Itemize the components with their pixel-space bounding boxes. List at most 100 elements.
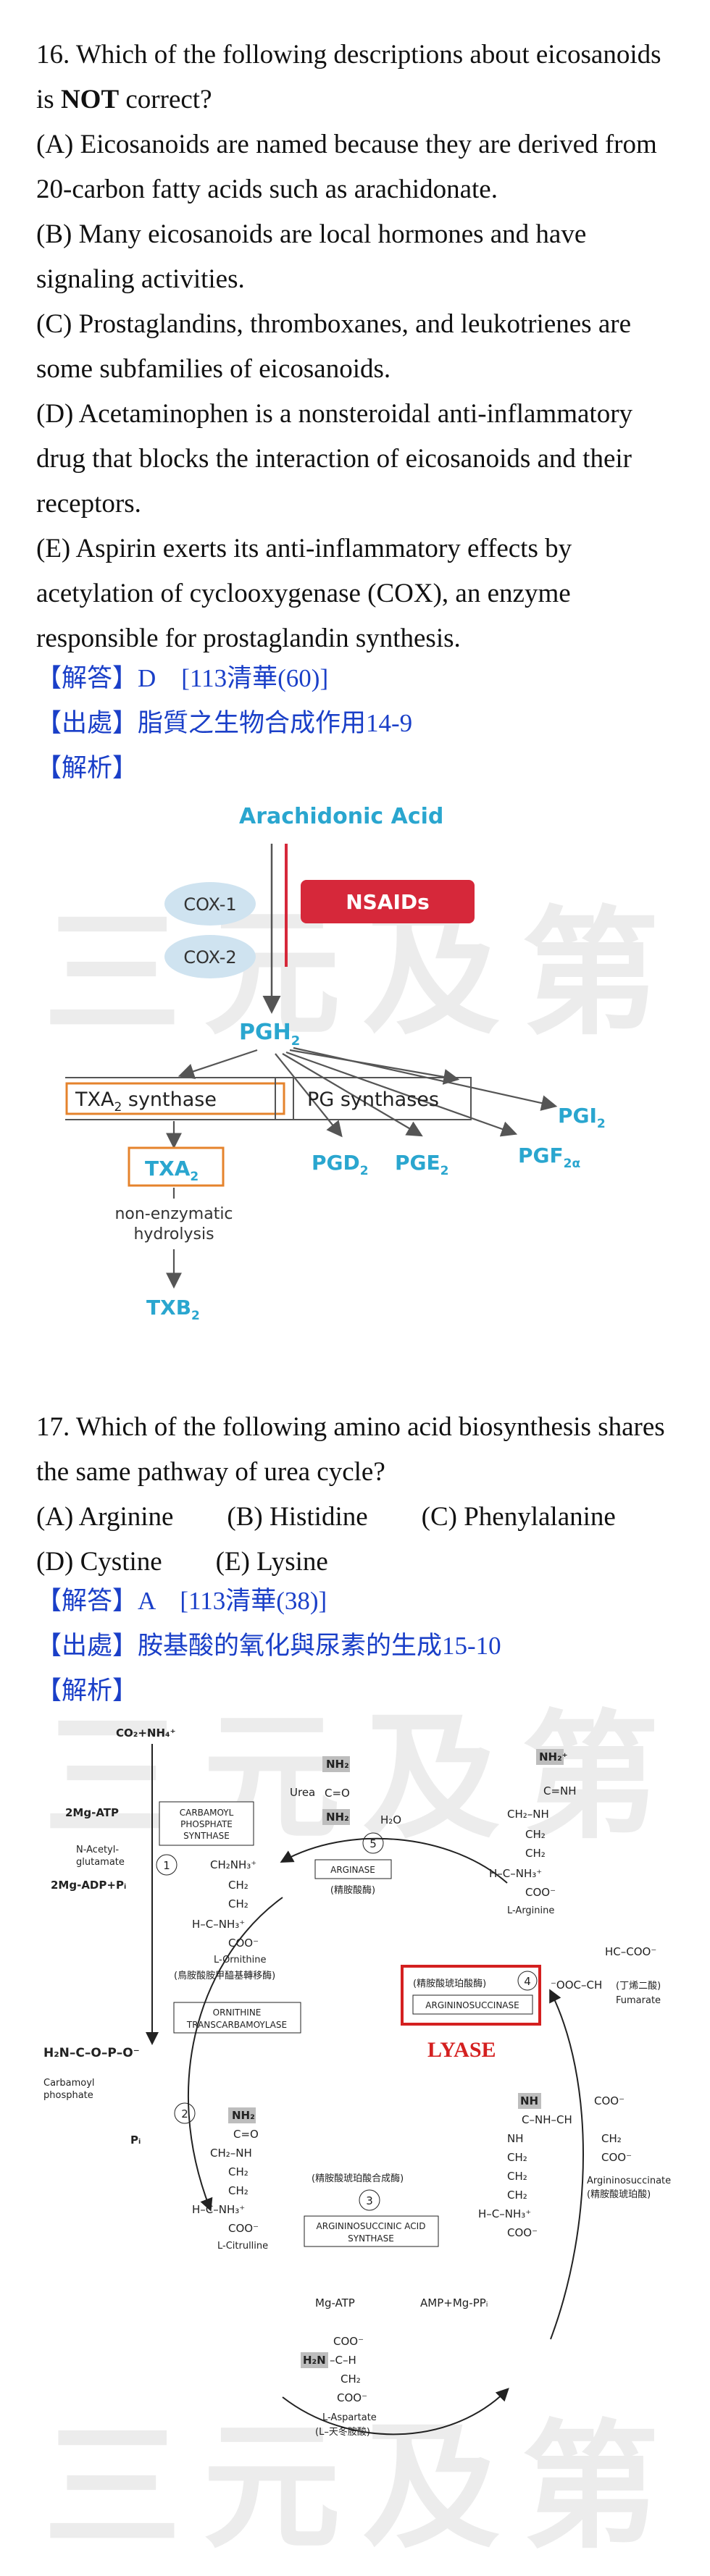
svg-text:CH₂: CH₂	[228, 1897, 248, 1910]
svg-text:5: 5	[369, 1837, 377, 1850]
question-17: 17. Which of the following amino acid bi…	[36, 1405, 681, 1585]
svg-text:H–C–NH₃⁺: H–C–NH₃⁺	[192, 1918, 245, 1931]
svg-text:CH₂: CH₂	[525, 1828, 546, 1841]
svg-text:NH₂⁺: NH₂⁺	[539, 1750, 568, 1763]
option-b: (B) Many eicosanoids are local hormones …	[36, 219, 587, 294]
svg-text:ARGINASE: ARGINASE	[330, 1865, 375, 1875]
arginase-box	[314, 1859, 392, 1879]
svg-text:NH₂: NH₂	[326, 1758, 349, 1771]
option-d: (D) Acetaminophen is a nonsteroidal anti…	[36, 399, 633, 519]
pgh2-label: PGH2	[239, 1020, 300, 1049]
hydrolysis-label-1: non-enzymatic	[114, 1205, 233, 1223]
svg-text:(精胺酸酶): (精胺酸酶)	[330, 1884, 375, 1896]
question-16-stem: 16. Which of the following descriptions …	[36, 40, 661, 114]
svg-text:PHOSPHATE: PHOSPHATE	[180, 1819, 233, 1829]
co2-nh4-label: CO₂+NH₄⁺	[116, 1727, 176, 1740]
pgf2a-label: PGF2α	[518, 1144, 580, 1171]
svg-text:(精胺酸琥珀酸酶): (精胺酸琥珀酸酶)	[413, 1978, 486, 1989]
svg-text:NH₂: NH₂	[326, 1811, 349, 1824]
arachidonic-acid-label: Arachidonic Acid	[239, 804, 443, 829]
svg-text:H–C–NH₃⁺: H–C–NH₃⁺	[192, 2203, 245, 2216]
adp-label: 2Mg-ADP+Pᵢ	[51, 1879, 126, 1892]
svg-text:COO⁻: COO⁻	[228, 2222, 259, 2235]
svg-text:C=O: C=O	[233, 2128, 259, 2141]
step-1-marker	[156, 1854, 178, 1876]
urea-cycle-diagram: CO₂+NH₄⁺ 2Mg-ATP N-Acetyl- glutamate 2Mg…	[43, 1727, 671, 2438]
svg-text:CH₂–NH: CH₂–NH	[507, 1808, 549, 1821]
svg-text:CH₂: CH₂	[525, 1847, 546, 1860]
otc-box	[173, 2002, 301, 2034]
answer-line: 【解答】D [113清華(60)]	[36, 664, 329, 692]
txa2-synthase-label: TXA2 synthase	[75, 1088, 217, 1115]
svg-text:COO⁻: COO⁻	[337, 2391, 367, 2404]
svg-text:COO⁻: COO⁻	[594, 2094, 625, 2107]
cox2-label: COX-2	[183, 947, 236, 968]
ornithine-structure: CH₂NH₃⁺	[210, 1858, 256, 1871]
analysis-line: 【解析】	[36, 1677, 138, 1705]
glutamate-label: glutamate	[76, 1857, 125, 1868]
lyase-highlight-box	[401, 1965, 541, 2026]
option-c: (C) Prostaglandins, thromboxanes, and le…	[36, 309, 631, 384]
svg-text:SYNTHASE: SYNTHASE	[348, 2233, 394, 2244]
answer-line: 【解答】A [113清華(38)]	[36, 1587, 327, 1615]
analysis-line: 【解析】	[36, 754, 138, 782]
svg-text:NH₂: NH₂	[232, 2109, 255, 2122]
watermark: 三元及第	[43, 2407, 682, 2567]
svg-text:COO⁻: COO⁻	[228, 1937, 259, 1950]
option-e: (E) Aspirin exerts its anti-inflammatory…	[36, 534, 572, 653]
aspartate-label: L-Aspartate	[322, 2412, 377, 2423]
svg-text:CH₂: CH₂	[507, 2189, 527, 2202]
hydrolysis-label-2: hydrolysis	[133, 1225, 214, 1243]
question-16-meta: 【解答】D [113清華(60)] 【出處】脂質之生物合成作用14-9 【解析】	[36, 656, 681, 791]
eicosanoid-pathway-diagram: Arachidonic Acid NSAIDs COX-1 COX-2 PGH2…	[65, 804, 606, 1323]
svg-text:CH₂: CH₂	[228, 1879, 248, 1892]
urea-label: Urea	[290, 1786, 315, 1799]
atp2-label: 2Mg-ATP	[65, 1806, 119, 1819]
txb2-label: TXB2	[146, 1296, 200, 1323]
svg-text:(精胺酸琥珀酸合成酶): (精胺酸琥珀酸合成酶)	[312, 2173, 404, 2184]
txa2-box	[128, 1146, 225, 1187]
svg-text:ARGININOSUCCINIC ACID: ARGININOSUCCINIC ACID	[317, 2221, 426, 2231]
lyase-label: LYASE	[427, 2038, 496, 2062]
svg-text:H₂N: H₂N	[303, 2354, 326, 2367]
svg-text:HC–COO⁻: HC–COO⁻	[605, 1945, 656, 1958]
svg-text:COO⁻: COO⁻	[601, 2151, 632, 2164]
source-line: 【出處】胺基酸的氧化與尿素的生成15-10	[36, 1632, 501, 1660]
cox1-bubble	[164, 882, 256, 926]
svg-text:(丁烯二酸): (丁烯二酸)	[616, 1981, 661, 1992]
question-17-stem: 17. Which of the following amino acid bi…	[36, 1412, 665, 1487]
mg-atp-label: Mg-ATP	[315, 2296, 355, 2309]
citrulline-label: L-Citrulline	[217, 2241, 268, 2252]
options-line-2: (D) Cystine (E) Lysine	[36, 1547, 328, 1577]
txa2-synthase-box	[65, 1077, 294, 1120]
svg-text:COO⁻: COO⁻	[507, 2226, 538, 2239]
carbamoyl-label: Carbamoyl	[43, 2078, 95, 2089]
svg-text:⁻OOC–CH: ⁻OOC–CH	[551, 1979, 602, 1992]
svg-text:NH: NH	[507, 2132, 524, 2145]
svg-text:SYNTHASE: SYNTHASE	[183, 1831, 230, 1841]
h2o-label: H₂O	[380, 1813, 401, 1826]
nsaids-box	[301, 880, 475, 923]
svg-text:Argininosuccinate: Argininosuccinate	[587, 2176, 671, 2186]
cox1-label: COX-1	[183, 894, 236, 915]
svg-text:3: 3	[366, 2194, 373, 2207]
svg-text:2: 2	[181, 2107, 188, 2120]
svg-text:C=O: C=O	[325, 1787, 350, 1800]
svg-text:CH₂: CH₂	[228, 2184, 248, 2197]
fumarate-label: Fumarate	[616, 1995, 661, 2006]
step-3-marker	[359, 2189, 380, 2211]
arginine-label: L-Arginine	[507, 1905, 554, 1916]
source-line: 【出處】脂質之生物合成作用14-9	[36, 709, 413, 737]
svg-text:CARBAMOYL: CARBAMOYL	[180, 1808, 234, 1818]
nsaids-label: NSAIDs	[346, 890, 430, 914]
svg-text:(L–天冬胺酸): (L–天冬胺酸)	[315, 2426, 370, 2438]
pgd2-label: PGD2	[312, 1151, 369, 1178]
ornithine-label: L-Ornithine	[214, 1955, 266, 1965]
svg-text:CH₂: CH₂	[228, 2165, 248, 2178]
ass-box	[304, 2215, 439, 2247]
svg-text:H–C–NH₃⁺: H–C–NH₃⁺	[489, 1867, 542, 1880]
svg-text:H–C–NH₃⁺: H–C–NH₃⁺	[478, 2207, 531, 2220]
svg-text:CH₂: CH₂	[341, 2372, 361, 2386]
phosphate-label: phosphate	[43, 2090, 93, 2101]
amp-label: AMP+Mg-PPᵢ	[420, 2296, 488, 2309]
